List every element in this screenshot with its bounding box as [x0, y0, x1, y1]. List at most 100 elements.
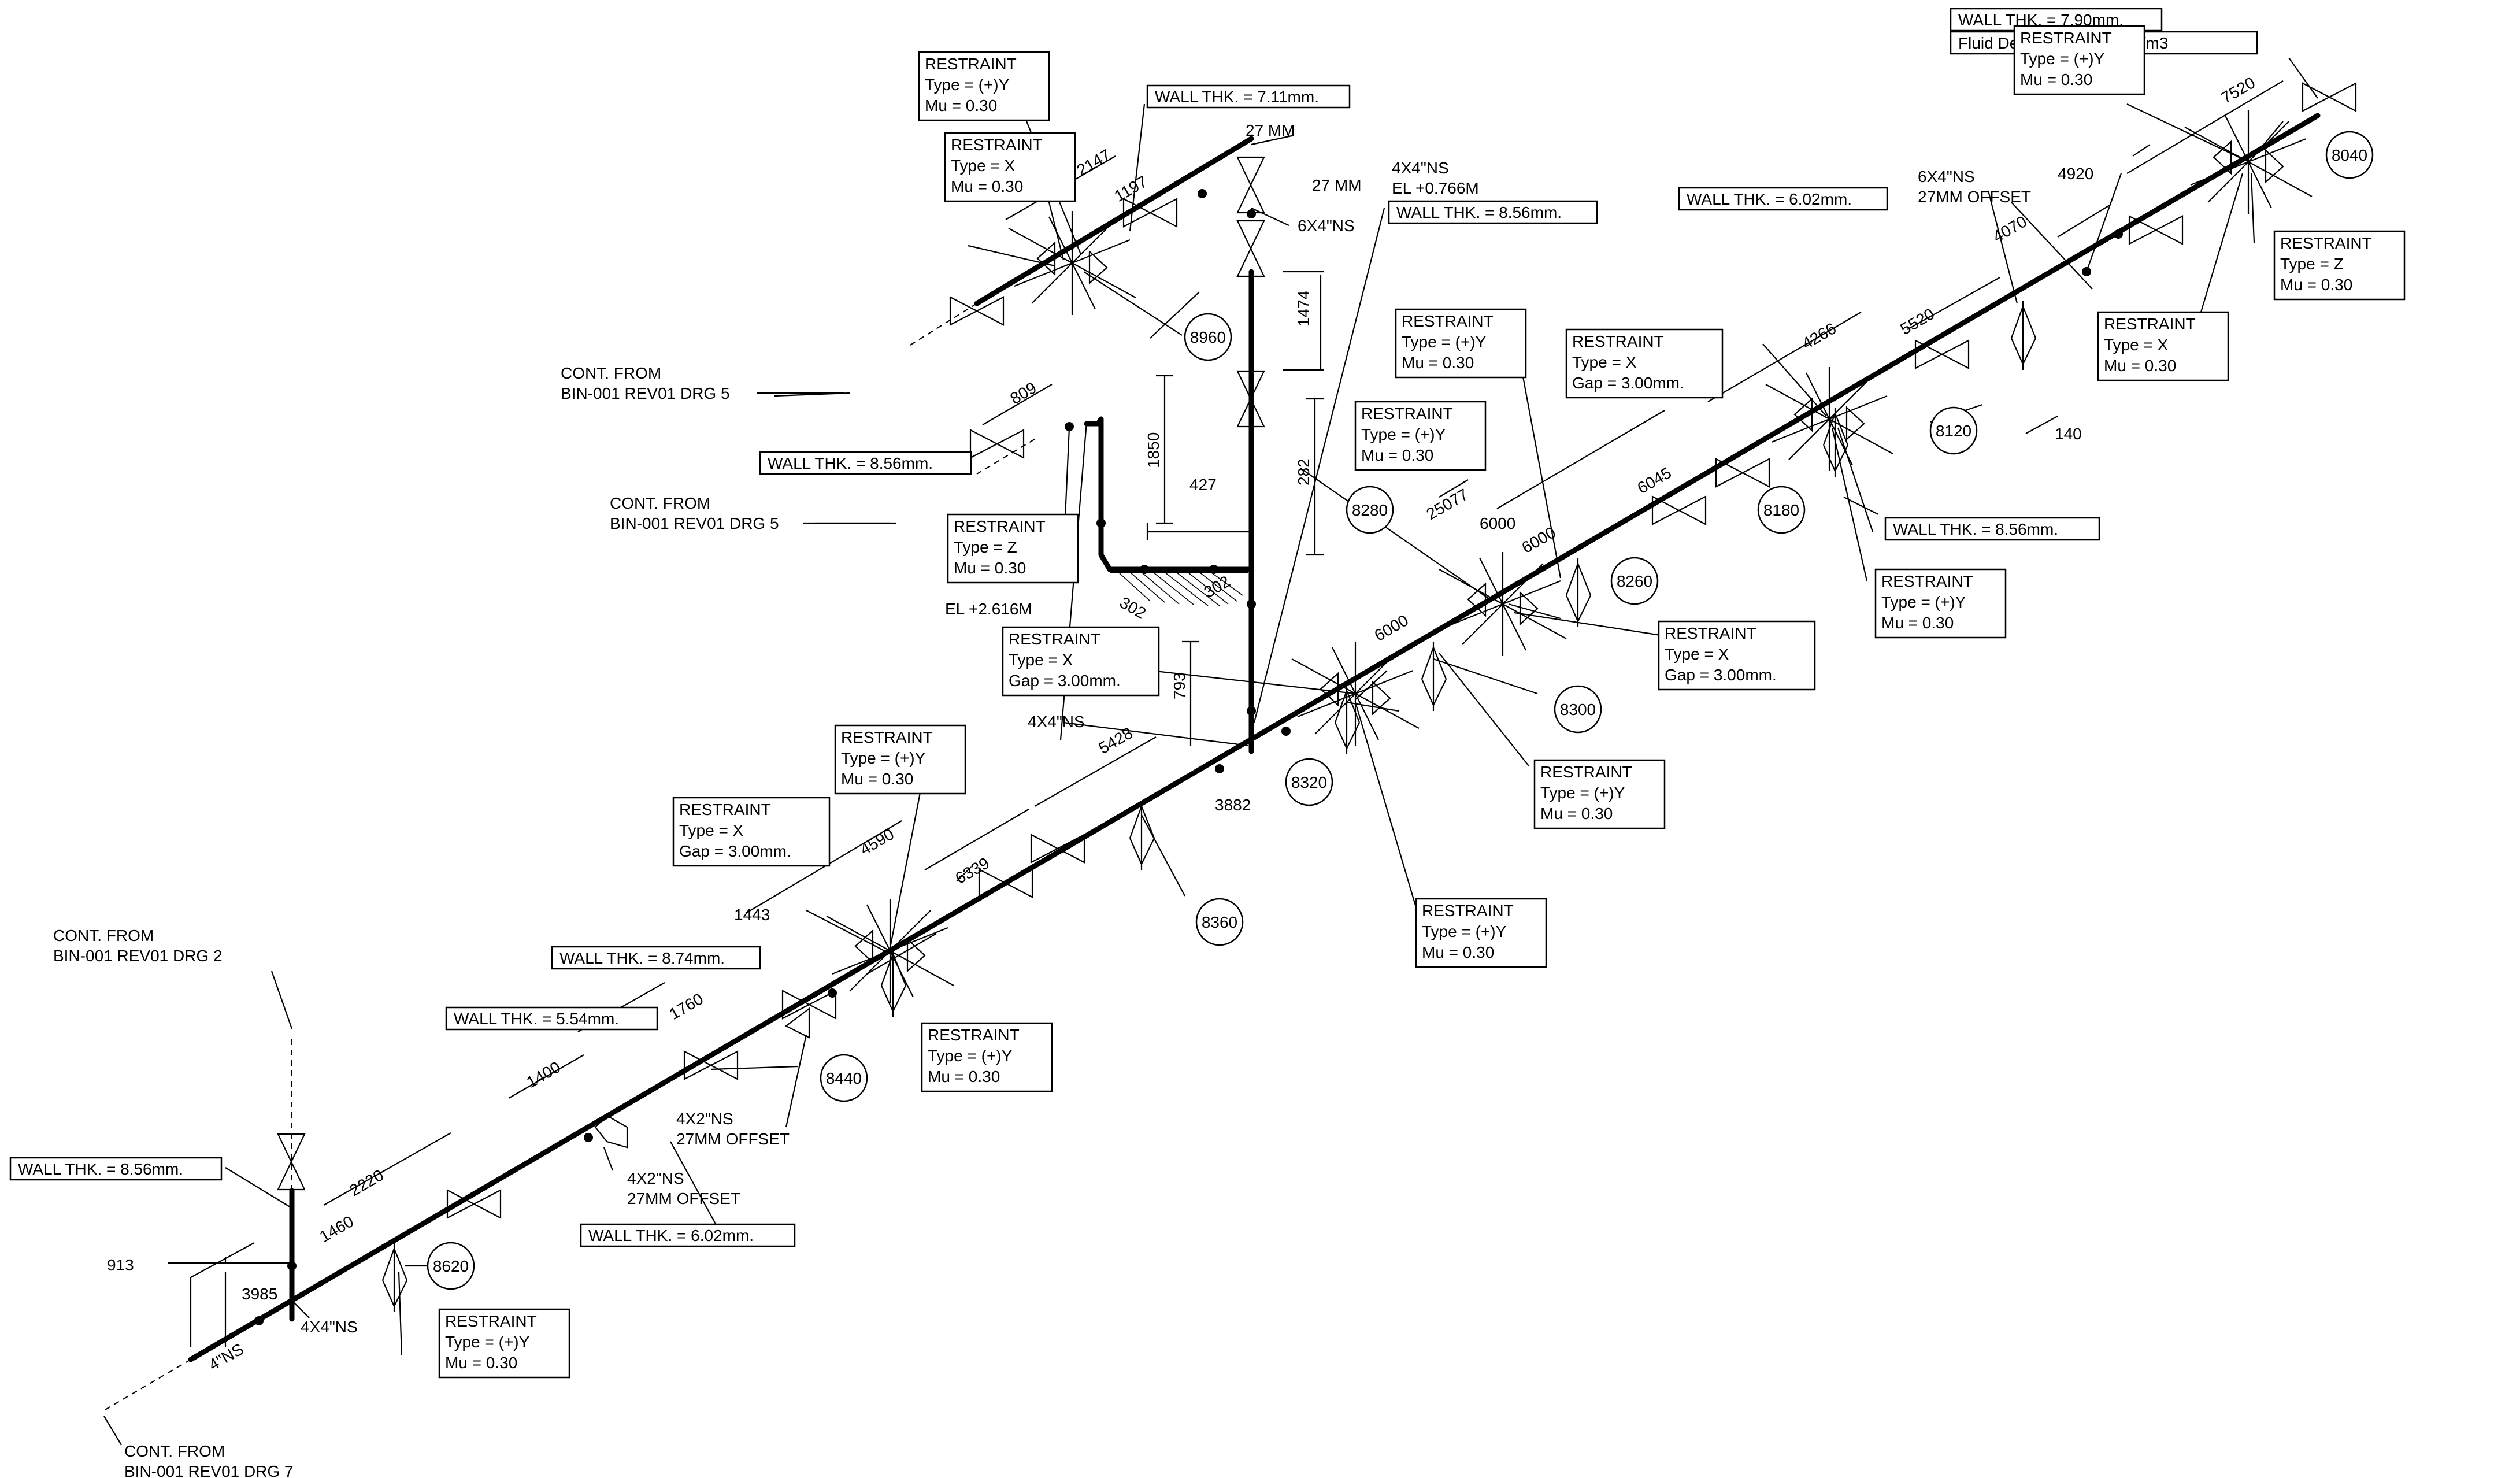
restraint-line: Mu = 0.30	[1361, 446, 1433, 464]
restraint-line: Mu = 0.30	[1881, 614, 1954, 632]
restraint-line: Mu = 0.30	[925, 97, 997, 114]
restraint-box-r4: RESTRAINT Type = (+)Y Mu = 0.30	[1395, 308, 1527, 379]
size-6x4-top: 6X4"NS	[1298, 217, 1355, 235]
restraint-line: Mu = 0.30	[2020, 71, 2092, 88]
restraint-box-r14: RESTRAINT Type = (+)Y Mu = 0.30	[1415, 898, 1547, 968]
wall-thk-8-56-right: WALL THK. = 8.56mm.	[1884, 517, 2100, 541]
wall-thk-8-56-top: WALL THK. = 8.56mm.	[1388, 200, 1598, 224]
size-27mm-a: 27 MM	[1246, 121, 1295, 139]
restraint-line: Type = (+)Y	[1540, 784, 1625, 802]
svg-text:CONT. FROM: CONT. FROM	[53, 927, 154, 944]
restraint-line: RESTRAINT	[1881, 572, 1973, 590]
svg-text:CONT. FROM: CONT. FROM	[561, 364, 661, 382]
restraint-line: RESTRAINT	[1009, 630, 1100, 648]
restraint-line: Type = (+)Y	[841, 749, 926, 767]
restraint-line: Mu = 0.30	[1540, 805, 1613, 823]
restraint-line: Gap = 3.00mm.	[1572, 374, 1684, 392]
svg-text:3985: 3985	[242, 1285, 277, 1303]
restraint-line: Gap = 3.00mm.	[1009, 672, 1121, 690]
cont-label-drg5-a: CONT. FROM BIN-001 REV01 DRG 5	[561, 364, 730, 402]
svg-text:WALL THK. = 8.56mm.: WALL THK. = 8.56mm.	[18, 1160, 183, 1178]
restraint-box-r10: RESTRAINT Type = X Gap = 3.00mm.	[672, 797, 831, 867]
restraint-line: RESTRAINT	[679, 801, 771, 818]
size-6x4-right: 6X4"NS 27MM OFFSET	[1918, 168, 2031, 206]
cont-label-drg5-b: CONT. FROM BIN-001 REV01 DRG 5	[610, 494, 779, 532]
pipe-supports	[381, 299, 2037, 1313]
cont-line-drg7	[103, 1359, 191, 1411]
restraint-line: Gap = 3.00mm.	[1665, 666, 1777, 684]
inline-fittings	[277, 82, 2357, 1219]
svg-text:6045: 6045	[1635, 464, 1674, 497]
restraint-line: Type = (+)Y	[1402, 333, 1487, 351]
node-8960: 8960	[1184, 313, 1232, 361]
svg-text:2147: 2147	[1074, 146, 1114, 179]
restraint-line: RESTRAINT	[1665, 624, 1756, 642]
node-8040: 8040	[2325, 131, 2374, 179]
node-8360: 8360	[1195, 898, 1244, 946]
cont-label-drg7: CONT. FROM BIN-001 REV01 DRG 7	[124, 1442, 294, 1478]
restraint-line: Gap = 3.00mm.	[679, 842, 791, 860]
svg-text:WALL THK. = 8.56mm.: WALL THK. = 8.56mm.	[768, 454, 933, 472]
svg-text:8440: 8440	[826, 1069, 862, 1087]
node-8620: 8620	[427, 1242, 475, 1290]
leader-lines	[103, 57, 2318, 1446]
node-8440: 8440	[820, 1054, 868, 1102]
svg-text:8180: 8180	[1763, 501, 1799, 519]
restraint-line: RESTRAINT	[445, 1312, 537, 1330]
restraint-line: Mu = 0.30	[2280, 276, 2352, 294]
restraint-line: Type = X	[2104, 336, 2169, 354]
wall-thk-5-54: WALL THK. = 5.54mm.	[445, 1006, 658, 1031]
svg-text:4590: 4590	[857, 825, 897, 858]
wall-thk-8-56-left: WALL THK. = 8.56mm.	[9, 1157, 223, 1181]
restraint-line: Mu = 0.30	[1402, 354, 1474, 372]
svg-text:1460: 1460	[317, 1212, 357, 1246]
svg-text:25077: 25077	[1424, 485, 1472, 523]
restraint-line: Mu = 0.30	[445, 1354, 517, 1372]
svg-text:1443: 1443	[734, 906, 770, 924]
cont-line-drg5-a	[907, 303, 977, 347]
svg-text:27MM OFFSET: 27MM OFFSET	[1918, 188, 2031, 206]
svg-text:6000: 6000	[1480, 514, 1515, 532]
svg-text:WALL THK. = 5.54mm.: WALL THK. = 5.54mm.	[454, 1010, 619, 1028]
restraint-line: Mu = 0.30	[1422, 943, 1494, 961]
restraint-line: RESTRAINT	[1422, 902, 1514, 920]
svg-text:WALL THK. = 7.11mm.: WALL THK. = 7.11mm.	[1155, 88, 1319, 106]
restraint-line: Type = (+)Y	[1422, 923, 1507, 940]
svg-text:WALL THK. = 8.74mm.: WALL THK. = 8.74mm.	[559, 949, 725, 967]
restraint-line: Type = X	[679, 821, 744, 839]
restraint-line: Type = X	[1572, 353, 1637, 371]
restraint-line: Type = Z	[954, 538, 1017, 556]
wall-thk-6-02-right: WALL THK. = 6.02mm.	[1678, 187, 1888, 211]
svg-text:4X4"NS: 4X4"NS	[1392, 159, 1449, 177]
svg-text:913: 913	[107, 1256, 134, 1274]
restraint-line: Type = X	[951, 157, 1016, 175]
svg-text:8360: 8360	[1202, 913, 1237, 931]
svg-text:1400: 1400	[524, 1058, 564, 1091]
svg-text:BIN-001 REV01 DRG 7: BIN-001 REV01 DRG 7	[124, 1462, 294, 1478]
svg-text:3882: 3882	[1215, 796, 1251, 814]
restraint-box-r15: RESTRAINT Type = (+)Y Mu = 0.30	[2013, 25, 2145, 95]
node-8260: 8260	[1610, 557, 1659, 605]
restraint-line: RESTRAINT	[1540, 763, 1632, 781]
node-8300: 8300	[1554, 685, 1602, 734]
size-4x2-b: 4X2"NS 27MM OFFSET	[627, 1169, 740, 1207]
restraint-line: Type = (+)Y	[1881, 593, 1966, 611]
svg-text:793: 793	[1170, 672, 1188, 699]
restraint-line: RESTRAINT	[2020, 29, 2112, 47]
svg-text:7520: 7520	[2218, 73, 2258, 107]
svg-text:8040: 8040	[2332, 146, 2367, 164]
svg-text:CONT. FROM: CONT. FROM	[610, 494, 710, 512]
restraint-line: RESTRAINT	[1402, 312, 1494, 330]
wall-thk-6-02-bottom: WALL THK. = 6.02mm.	[580, 1223, 796, 1247]
svg-text:8620: 8620	[433, 1257, 469, 1275]
svg-text:2220: 2220	[347, 1166, 387, 1199]
svg-text:140: 140	[2055, 425, 2082, 443]
restraint-line: Type = (+)Y	[2020, 50, 2105, 68]
